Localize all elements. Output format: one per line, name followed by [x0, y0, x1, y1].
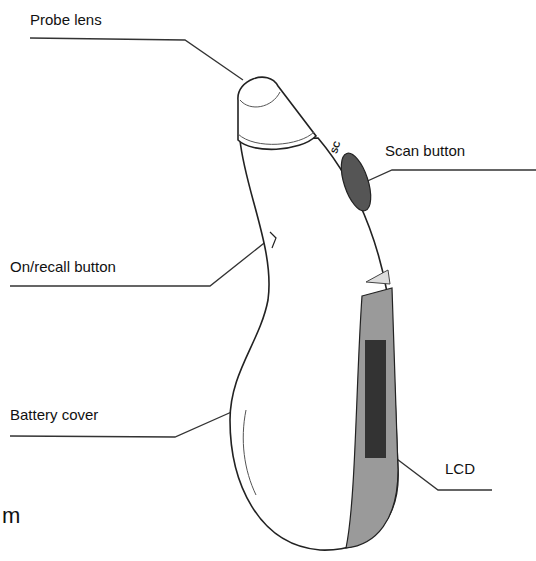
part-label: Probe lens [30, 12, 102, 29]
on-recall-button [270, 232, 276, 248]
body-highlight [366, 270, 390, 284]
leader-line [10, 236, 273, 286]
probe-lens-ring [240, 92, 280, 107]
lcd-panel [346, 288, 398, 548]
part-label: m [2, 504, 20, 528]
part-label: Scan button [385, 143, 465, 160]
leader-line [30, 38, 243, 80]
lcd-screen [365, 340, 386, 458]
scan-button [335, 150, 376, 214]
battery-cover [243, 410, 256, 495]
leader-line [385, 450, 492, 490]
part-label: LCD [445, 461, 475, 478]
probe-collar [238, 132, 314, 144]
device-marking: SC [330, 140, 343, 155]
thermometer-body [230, 138, 398, 550]
part-label: Battery cover [10, 407, 98, 424]
probe [238, 77, 316, 149]
leader-line [352, 170, 536, 188]
part-label: On/recall button [10, 259, 116, 276]
